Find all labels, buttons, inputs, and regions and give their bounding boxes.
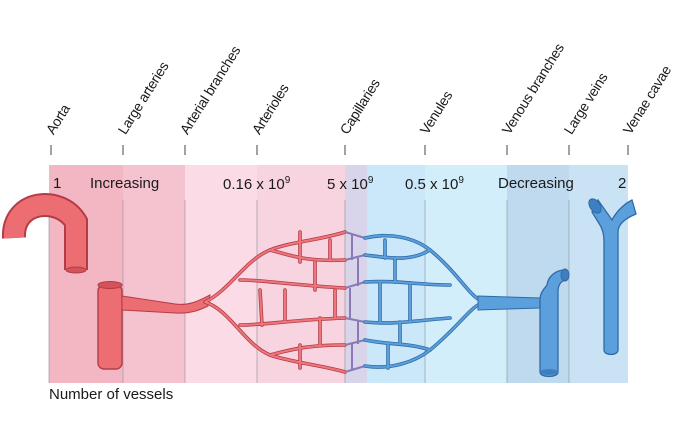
capillary-mesh <box>344 231 366 373</box>
tick-marks <box>50 145 629 155</box>
aorta-illustration <box>2 193 88 274</box>
band-venous-branches <box>425 165 507 383</box>
background-bands <box>49 165 628 383</box>
band-capillaries <box>345 165 367 383</box>
venous-tree-fill <box>364 234 481 369</box>
band-arterial-branches <box>185 165 257 383</box>
trend-increasing: Increasing <box>90 175 160 192</box>
band-large-arteries <box>123 165 185 383</box>
large-artery-illustration <box>97 281 211 370</box>
count-venae-cavae: 2 <box>618 175 627 192</box>
band-venae-cavae <box>569 165 628 383</box>
count-aorta: 1 <box>53 175 62 192</box>
trend-decreasing: Decreasing <box>498 175 574 192</box>
caption-number-of-vessels: Number of vessels <box>49 386 174 403</box>
count-venules: 0.5 x 109 <box>405 175 464 193</box>
count-capillaries: 5 x 109 <box>327 175 374 193</box>
count-arterioles: 0.16 x 109 <box>223 175 291 193</box>
large-vein-illustration <box>477 268 570 378</box>
arterial-tree-fill <box>204 231 346 373</box>
venae-cavae-illustration <box>588 198 637 356</box>
